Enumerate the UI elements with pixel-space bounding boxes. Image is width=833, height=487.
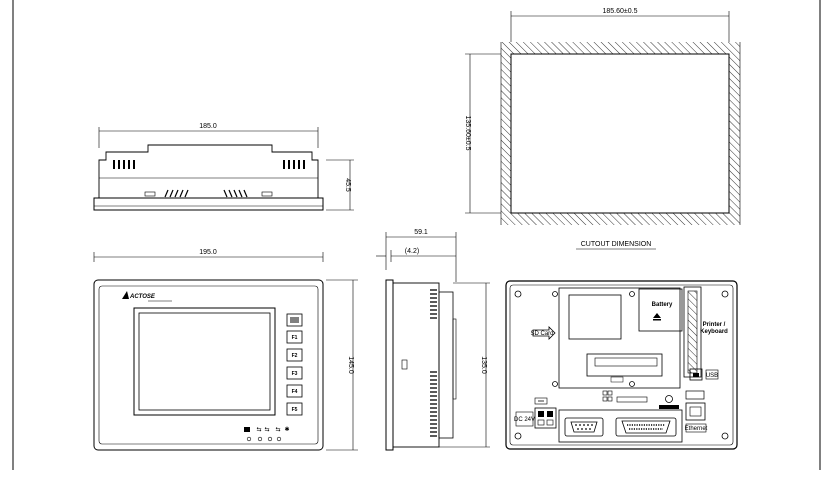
sd-card-slot-arrow: SD Card (530, 326, 556, 340)
power-terminal: DC 24V (514, 397, 557, 429)
cutout-title: CUTOUT DIMENSION (581, 241, 652, 248)
usb-label: USB (706, 373, 718, 379)
svg-text:⇆: ⇆ (256, 426, 261, 433)
brand-logo-text: ACTOSE (129, 294, 156, 300)
printer-keyboard-label-2: Keyboard (700, 329, 728, 335)
power-label: DC 24V (514, 417, 535, 423)
function-key-label: F3 (292, 371, 298, 377)
eject-icon (653, 313, 661, 321)
svg-text:⇆: ⇆ (275, 426, 280, 433)
sd-card-label: SD Card (530, 331, 553, 337)
function-key-f1: F1 (286, 330, 303, 344)
function-key-f4: F4 (286, 384, 303, 398)
function-key-label: F5 (292, 407, 298, 413)
top-width-label: 185.0 (199, 123, 217, 130)
side-height-label: 135.0 (480, 356, 487, 374)
svg-text:⇆: ⇆ (264, 426, 269, 433)
function-key-label: F1 (292, 335, 298, 341)
side-height-dimension: 135.0 (439, 282, 490, 448)
rear-view: Battery SD Card Printer / Keyboard USB E… (505, 280, 738, 450)
front-width-dimension: 195.0 (93, 249, 324, 262)
front-view: 195.0 ACTOSE F1 F2 F3 F4 (93, 249, 358, 451)
function-key-label: F2 (292, 353, 298, 359)
function-key-f3: F3 (286, 366, 303, 380)
side-view: 59.1 (4.2) (376, 229, 490, 451)
battery-label: Battery (652, 302, 673, 308)
side-offset-dimension: (4.2) (376, 248, 456, 262)
cutout-height-label: 135.60±0.5 (464, 116, 471, 151)
svg-text:✱: ✱ (284, 426, 289, 433)
front-height-dimension: 145.0 (326, 279, 358, 451)
top-height-label: 45.5 (344, 178, 351, 192)
side-offset-label: (4.2) (405, 248, 419, 255)
top-width-dimension: 185.0 (98, 123, 319, 148)
side-depth-label: 59.1 (414, 229, 428, 236)
printer-keyboard-label-1: Printer / (703, 322, 726, 328)
top-height-dimension: 45.5 (326, 159, 354, 211)
page-frame (12, 0, 821, 470)
status-led-icons: ⇆ ⇆ ⇆ ✱ (244, 426, 290, 442)
function-key-f2: F2 (286, 348, 303, 362)
cutout-view: 185.60±0.5 135.60±0.5 CUTOUT DIMENSION (464, 8, 741, 250)
function-key-f5: F5 (286, 402, 303, 416)
function-key-label: F4 (292, 389, 298, 395)
cutout-width-dimension: 185.60±0.5 (510, 8, 730, 42)
cutout-width-label: 185.60±0.5 (603, 8, 638, 15)
cutout-height-dimension: 135.60±0.5 (464, 53, 501, 214)
front-height-label: 145.0 (347, 356, 354, 374)
side-depth-dimension: 59.1 (385, 229, 457, 282)
ethernet-label: Ethernet (685, 426, 708, 432)
top-view: 185.0 45. (93, 123, 354, 211)
front-width-label: 195.0 (199, 249, 217, 256)
